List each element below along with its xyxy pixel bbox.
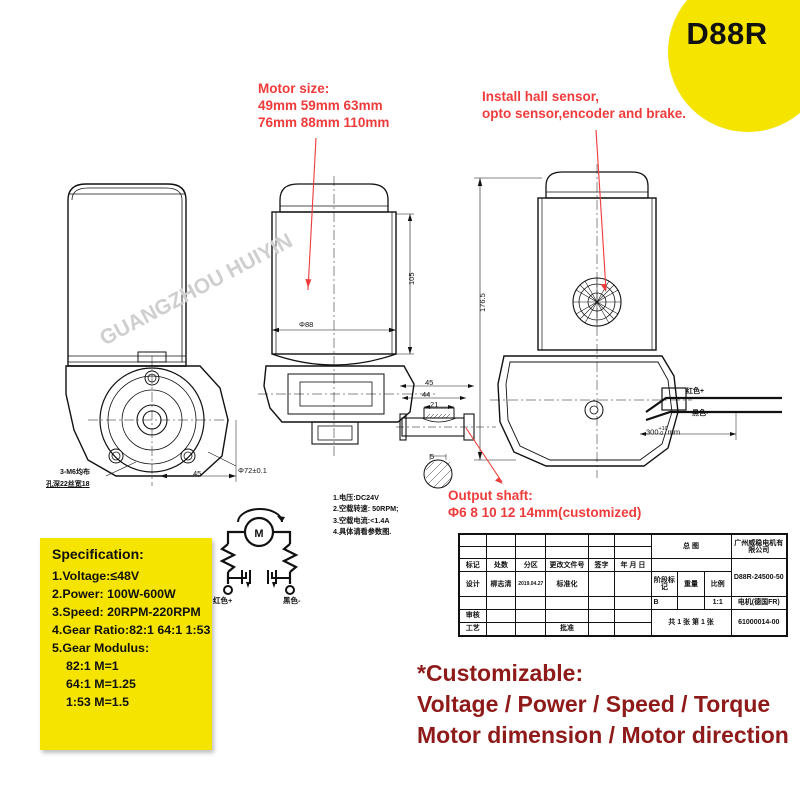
hall-line1: Install hall sensor, (482, 89, 600, 104)
annotation-motor-size: Motor size: 49mm 59mm 63mm 76mm 88mm 110… (258, 80, 389, 131)
tb-scale-header: 比例 (703, 571, 732, 597)
dim-shaft-44: 44 (422, 390, 431, 399)
company-name: 广州威稳电机有限公司 (730, 533, 788, 560)
tb-design-name: 柳志清 (485, 571, 517, 597)
schematic-label-black: 黑色- (283, 596, 301, 605)
dim-flange-diameter: Φ72±0.1 (238, 466, 267, 475)
motor-size-line2: 49mm 59mm 63mm (258, 98, 383, 113)
motor-size-line3: 76mm 88mm 110mm (258, 115, 390, 130)
note-item: 3.空载电流:<1.4A (333, 515, 390, 525)
note-item: 2.空载转速: 50RPM; (333, 504, 399, 514)
middle-motor-view (258, 176, 438, 456)
spec-item-gear-ratio: 4.Gear Ratio:82:1 64:1 1:53 (52, 623, 211, 637)
spec-item-gear-modulus: 5.Gear Modulus: (52, 641, 150, 655)
spec-modulus-82: 82:1 M=1 (66, 659, 119, 673)
output-shaft-line2: Φ6 8 10 12 14mm(customized) (448, 505, 642, 520)
spec-item-voltage: 1.Voltage:≤48V (52, 569, 140, 583)
tb-sheet-text: 共 1 张 第 1 张 (650, 608, 732, 637)
hall-line2: opto sensor,encoder and brake. (482, 106, 687, 121)
schematic-label-red: 红色+ (213, 596, 233, 605)
dim-shaft-21: 21 (430, 400, 439, 409)
customizable-block: *Customizable: Voltage / Power / Speed /… (417, 658, 789, 751)
tb-craft-label: 工艺 (459, 621, 487, 637)
specification-title: Specification: (52, 546, 144, 562)
specification-card: Specification: 1.Voltage:≤48V 2.Power: 1… (40, 538, 212, 750)
output-shaft-line1: Output shaft: (448, 488, 533, 503)
annotation-output-shaft: Output shaft: Φ6 8 10 12 14mm(customized… (448, 487, 641, 521)
spec-item-speed: 3.Speed: 20RPM-220RPM (52, 605, 201, 619)
wiring-diagram: M (219, 508, 299, 595)
tb-header-mark: 标记 (459, 558, 487, 573)
spec-modulus-153: 1:53 M=1.5 (66, 695, 130, 709)
customizable-line2: Voltage / Power / Speed / Torque (417, 691, 771, 717)
drawing-number: 61000014-00 (730, 608, 788, 637)
tb-weight-header: 重量 (677, 571, 705, 597)
tb-design-label: 设计 (459, 571, 487, 597)
tb-check-label: 审核 (459, 608, 487, 623)
annotation-hall-sensor: Install hall sensor, opto sensor,encoder… (482, 88, 686, 122)
right-motor-view (474, 164, 692, 478)
dim-mid-height: 105 (407, 272, 416, 285)
tb-stage-value: B (650, 595, 679, 610)
customizable-line1: *Customizable: (417, 660, 584, 686)
dim-shaft-45: 45 (425, 378, 434, 387)
spec-item-power: 2.Power: 100W-600W (52, 587, 176, 601)
wire-leads (640, 396, 782, 440)
tb-header-zone: 分区 (515, 558, 547, 573)
tb-scale-value: 1:1 (703, 595, 732, 610)
dim-keyway: 5 (430, 452, 435, 461)
motor-size-line1: Motor size: (258, 81, 330, 96)
title-block: 总 图 广州威稳电机有限公司 标记 处数 分区 更改文件号 签字 年 月 日 D… (458, 533, 788, 637)
note-item: 1.电压:DC24V (333, 493, 379, 502)
svg-text:M: M (254, 528, 263, 540)
dim-mid-diameter: Φ88 (299, 320, 314, 329)
spec-modulus-64: 64:1 M=1.25 (66, 677, 136, 691)
tb-header-count: 处数 (485, 558, 517, 573)
note-item: 4.具体请看参数图. (333, 527, 392, 537)
tb-header-docno: 更改文件号 (545, 558, 589, 573)
drawing-title: 总 图 (650, 533, 732, 560)
model-number: D88R-24500-50 (730, 558, 788, 597)
thread-note-line2: 孔深22丝宽18 (46, 481, 90, 488)
wire-label-black: 黑色- (692, 410, 709, 417)
tb-stage-header: 阶段标记 (650, 571, 679, 597)
thread-note-line1: 3-M6均布 (60, 469, 90, 476)
shaft-detail-view (396, 384, 496, 489)
tb-design-date: 2019.04.27 (515, 571, 547, 597)
dim-right-height: 176.5 (478, 293, 487, 312)
output-shaft-leader (465, 427, 503, 484)
tb-approve: 批准 (545, 621, 589, 637)
model-cn: 电机(德国FR) (730, 595, 788, 610)
wire-label-red: 红色+ (686, 388, 705, 395)
tb-header-date: 年 月 日 (614, 558, 652, 573)
left-motor-view (65, 183, 237, 486)
badge-label: D88R (686, 16, 768, 51)
technical-notes: 1.电压:DC24V 2.空载转速: 50RPM; 3.空载电流:<1.4A 4… (333, 492, 399, 538)
hall-sensor-leader (595, 129, 607, 292)
tb-standardize: 标准化 (545, 571, 589, 597)
customizable-line3: Motor dimension / Motor direction (417, 722, 789, 748)
tb-header-sign: 签字 (587, 558, 616, 573)
model-badge: D88R (668, 0, 800, 132)
motor-size-leader (305, 137, 317, 291)
dim-left-offset: 45 (193, 469, 202, 478)
